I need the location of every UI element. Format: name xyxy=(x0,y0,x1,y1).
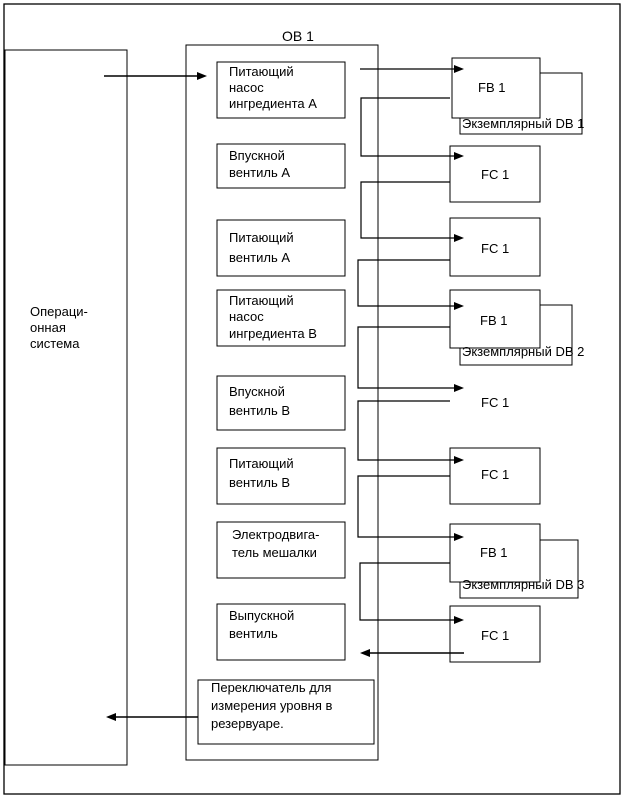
arrowhead xyxy=(454,152,464,160)
arrowhead xyxy=(454,234,464,242)
call-arrow xyxy=(360,181,456,239)
block-label: FC 1 xyxy=(481,241,509,256)
task-box xyxy=(216,375,346,431)
task-box xyxy=(216,143,346,189)
block-label: FC 1 xyxy=(481,167,509,182)
task-box xyxy=(216,289,346,347)
fb-box xyxy=(451,57,541,119)
task-box xyxy=(216,219,346,277)
fb-box xyxy=(449,289,541,349)
arrowhead xyxy=(454,65,464,73)
task-label: Переключатель для измерения уровня в рез… xyxy=(211,680,336,731)
task-label: Впускной вентиль В xyxy=(229,384,290,418)
block-label: FC 1 xyxy=(481,395,509,410)
arrowhead xyxy=(454,533,464,541)
task-box xyxy=(216,603,346,661)
block-label: FB 1 xyxy=(480,313,507,328)
block-label: FB 1 xyxy=(480,545,507,560)
call-arrow xyxy=(357,475,456,538)
fc-box xyxy=(449,217,541,277)
arrowhead xyxy=(454,384,464,392)
call-connections xyxy=(104,65,464,721)
instance-db-label: Экземплярный DB 2 xyxy=(462,344,584,359)
arrowhead xyxy=(454,456,464,464)
task-label: Питающий вентиль А xyxy=(229,230,297,265)
call-arrow xyxy=(360,97,456,157)
block-label: FB 1 xyxy=(478,80,505,95)
task-label: Впускной вентиль А xyxy=(229,148,290,180)
fc-box xyxy=(449,605,541,663)
task-list: Питающий насос ингредиента А Впускной ве… xyxy=(197,61,375,745)
os-label: Операци- онная система xyxy=(30,304,92,351)
arrowhead xyxy=(454,616,464,624)
fc-box xyxy=(449,145,541,203)
block-list: FB 1 Экземплярный DB 1 FC 1 FC 1 FB 1 Эк… xyxy=(449,57,584,663)
task-label: Питающий насос ингредиента В xyxy=(229,293,317,341)
task-box xyxy=(216,61,346,119)
call-arrow xyxy=(357,259,456,307)
task-label: Выпускной вентиль xyxy=(229,608,298,641)
operating-system-block xyxy=(4,49,128,766)
task-box xyxy=(216,447,346,505)
call-arrow xyxy=(357,326,456,389)
arrowhead xyxy=(106,713,116,721)
outer-frame xyxy=(3,3,621,795)
arrowhead xyxy=(360,649,370,657)
task-label: Питающий насос ингредиента А xyxy=(229,64,317,111)
arrowhead xyxy=(197,72,207,80)
instance-db-label: Экземплярный DB 3 xyxy=(462,577,584,592)
block-label: FC 1 xyxy=(481,467,509,482)
call-arrow xyxy=(357,400,456,461)
task-box xyxy=(216,521,346,579)
call-arrow xyxy=(359,562,456,621)
ob1-title: OB 1 xyxy=(282,28,314,44)
task-label: Питающий вентиль В xyxy=(229,456,297,490)
arrowhead xyxy=(454,302,464,310)
fb-box xyxy=(449,523,541,583)
task-box-level-switch xyxy=(197,679,375,745)
block-label: FC 1 xyxy=(481,628,509,643)
task-label: Электродвига- тель мешалки xyxy=(232,527,323,560)
fc-box xyxy=(449,447,541,505)
instance-db-label: Экземплярный DB 1 xyxy=(462,116,584,131)
